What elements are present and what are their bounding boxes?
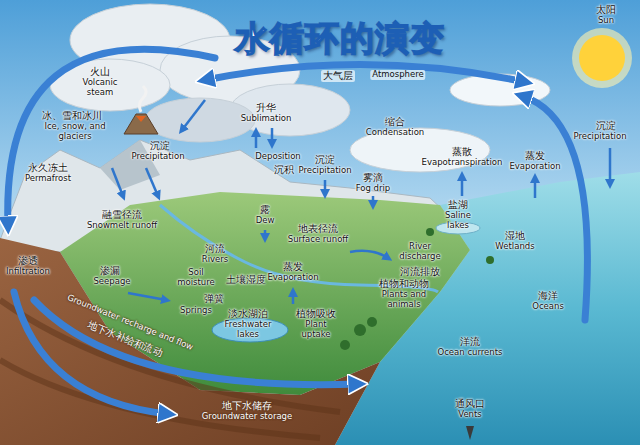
part-label: Volcanic steam xyxy=(77,78,123,98)
part-label: 渗透 xyxy=(18,255,38,267)
part-label: 海洋 xyxy=(538,290,558,302)
part-label: 大气层 xyxy=(321,70,355,82)
part-label: Evaporation xyxy=(267,273,318,283)
part-label: Precipitation xyxy=(131,152,184,162)
river xyxy=(160,205,438,292)
flow-arrows xyxy=(8,49,588,414)
part-label: Sublimation xyxy=(241,114,292,124)
part-label: 缩合 xyxy=(385,116,405,128)
freshwater-lake xyxy=(212,318,288,342)
part-label: Atmosphere xyxy=(370,70,425,80)
part-label: 地下水储存 xyxy=(222,400,272,412)
part-label: 永久冻土 xyxy=(28,162,68,174)
part-label: 升华 xyxy=(256,102,276,114)
part-label: 弹簧 xyxy=(204,293,224,305)
part-label: 渗漏 xyxy=(100,265,120,277)
part-label: 沉淀 xyxy=(150,140,170,152)
part-label: Vents xyxy=(458,410,482,420)
part-label: Evaporation xyxy=(509,162,560,172)
part-label: 沉淀 xyxy=(315,154,335,166)
ground xyxy=(0,238,380,445)
part-label: 融雪径流 xyxy=(102,209,142,221)
sun xyxy=(572,28,632,88)
part-label: Fog drip xyxy=(356,184,391,194)
part-label: 露 xyxy=(260,204,270,216)
part-label: Seepage xyxy=(93,277,130,287)
part-label: 洋流 xyxy=(460,336,480,348)
part-label: Oceans xyxy=(532,302,564,312)
part-label: 淡水湖泊 xyxy=(228,308,268,320)
part-label: 土壤湿度 xyxy=(226,274,266,286)
part-label: 盐湖 xyxy=(448,199,468,211)
part-label: 沉淀 xyxy=(596,120,616,132)
part-label: Springs xyxy=(180,306,212,316)
part-label: Evapotranspiration xyxy=(422,158,503,168)
part-label: Ice, snow, and glaciers xyxy=(42,122,108,142)
part-label: 河流排放 xyxy=(400,266,440,278)
part-label: 蒸发 xyxy=(525,150,545,162)
part-label: 雾滴 xyxy=(363,172,383,184)
part-label: Wetlands xyxy=(495,242,534,252)
part-label: 沉积 xyxy=(274,164,294,176)
part-label: 蒸散 xyxy=(452,146,472,158)
part-label: Permafrost xyxy=(25,174,71,184)
part-label: River discharge xyxy=(395,242,445,262)
part-label: 火山 xyxy=(90,66,110,78)
trees xyxy=(340,228,494,350)
part-label: 冰、雪和冰川 xyxy=(42,110,102,122)
part-label: Saline lakes xyxy=(438,211,478,231)
part-label: Infiltration xyxy=(6,267,50,277)
part-label: Rivers xyxy=(202,255,228,265)
part-label: Groundwater storage xyxy=(202,412,292,422)
part-label: Surface runoff xyxy=(288,235,348,245)
part-label: 蒸发 xyxy=(283,261,303,273)
part-label: Plants and animals xyxy=(376,290,432,310)
vent xyxy=(466,426,474,440)
part-label: Precipitation xyxy=(298,166,351,176)
part-label: 湿地 xyxy=(505,230,525,242)
clouds xyxy=(50,4,550,172)
part-label: Condensation xyxy=(366,128,424,138)
part-label: 太阳 xyxy=(596,4,616,16)
part-label: Freshwater lakes xyxy=(223,320,273,340)
part-label: Dew xyxy=(256,216,275,226)
part-label: 植物和动物 xyxy=(379,278,429,290)
part-label: 通风口 xyxy=(455,398,485,410)
part-label: Ocean currents xyxy=(438,348,503,358)
small-arrows xyxy=(112,100,610,304)
part-label: Plant uptake xyxy=(296,320,336,340)
part-label: Deposition xyxy=(255,152,300,162)
part-label: 地表径流 xyxy=(298,223,338,235)
part-label: 植物吸收 xyxy=(296,308,336,320)
part-label: 河流 xyxy=(205,243,225,255)
part-label: Precipitation xyxy=(573,132,626,142)
diagram-title: 水循环的演变 xyxy=(235,16,445,62)
part-label: Soil moisture xyxy=(174,268,218,288)
volcano xyxy=(124,86,158,134)
part-label: Sun xyxy=(598,16,614,26)
part-label: Snowmelt runoff xyxy=(87,221,157,231)
